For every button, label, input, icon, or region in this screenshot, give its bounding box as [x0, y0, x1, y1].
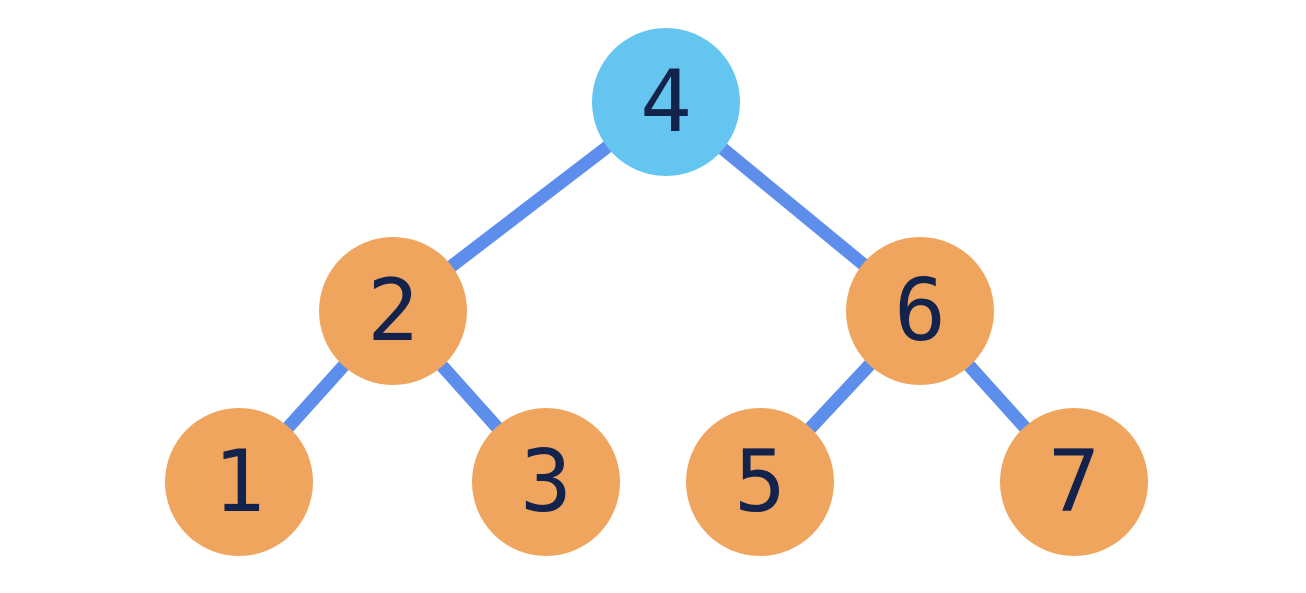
node-circle [686, 408, 834, 556]
tree-node: 6 [846, 237, 994, 385]
tree-node: 3 [472, 408, 620, 556]
node-label: 6 [894, 261, 946, 361]
node-circle-highlighted [592, 28, 740, 176]
node-label: 4 [640, 52, 692, 152]
tree-node: 5 [686, 408, 834, 556]
tree-nodes: 4 2 6 1 3 5 [165, 28, 1148, 556]
tree-node: 2 [319, 237, 467, 385]
node-label: 2 [367, 261, 419, 361]
tree-node: 1 [165, 408, 313, 556]
tree-node: 7 [1000, 408, 1148, 556]
node-circle [1000, 408, 1148, 556]
node-label: 5 [734, 432, 786, 532]
node-circle [846, 237, 994, 385]
node-circle [165, 408, 313, 556]
node-circle [472, 408, 620, 556]
node-circle [319, 237, 467, 385]
tree-node-root: 4 [592, 28, 740, 176]
node-label: 1 [213, 432, 265, 532]
node-label: 7 [1048, 432, 1100, 532]
node-label: 3 [520, 432, 572, 532]
